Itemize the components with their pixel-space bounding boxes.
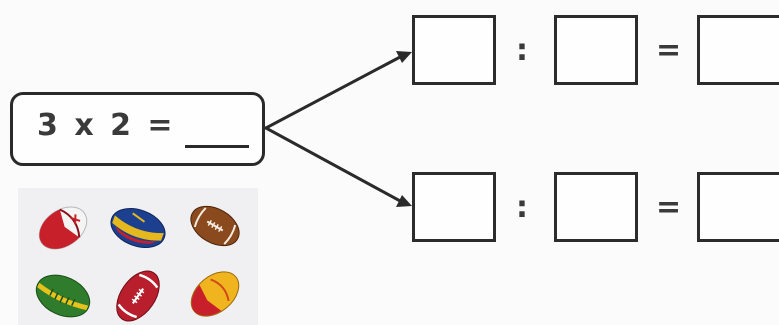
bottom-divide-sign: :	[516, 190, 528, 225]
bottom-equals-sign: =	[656, 190, 682, 225]
rugby-ball-yellow-red-icon	[190, 271, 240, 317]
arrow-down-line	[264, 126, 404, 204]
top-quotient-box[interactable]	[697, 15, 779, 85]
bottom-quotient-box[interactable]	[697, 172, 779, 242]
rugby-ball-red-white-icon	[38, 206, 88, 250]
rugby-ball-brown-icon	[190, 205, 240, 247]
rugby-balls-picture	[18, 188, 258, 325]
equation-box: 3 x 2 =	[10, 92, 265, 166]
top-divide-sign: :	[516, 33, 528, 68]
equation-text: 3 x 2 =	[37, 108, 190, 143]
top-divisor-box[interactable]	[554, 15, 638, 85]
arrow-up-line	[264, 54, 404, 130]
rugby-ball-green-yellow-icon	[35, 274, 91, 318]
bottom-divisor-box[interactable]	[554, 172, 638, 242]
top-equals-sign: =	[656, 33, 682, 68]
arrow-down-head-icon	[396, 195, 412, 207]
arrow-up-head-icon	[396, 51, 412, 63]
equation-answer-blank[interactable]	[185, 145, 249, 148]
bottom-dividend-box[interactable]	[412, 172, 496, 242]
rugby-ball-blue-red-yellow-icon	[110, 208, 166, 248]
top-dividend-box[interactable]	[412, 15, 496, 85]
rugby-ball-red-laces-icon	[116, 270, 160, 322]
